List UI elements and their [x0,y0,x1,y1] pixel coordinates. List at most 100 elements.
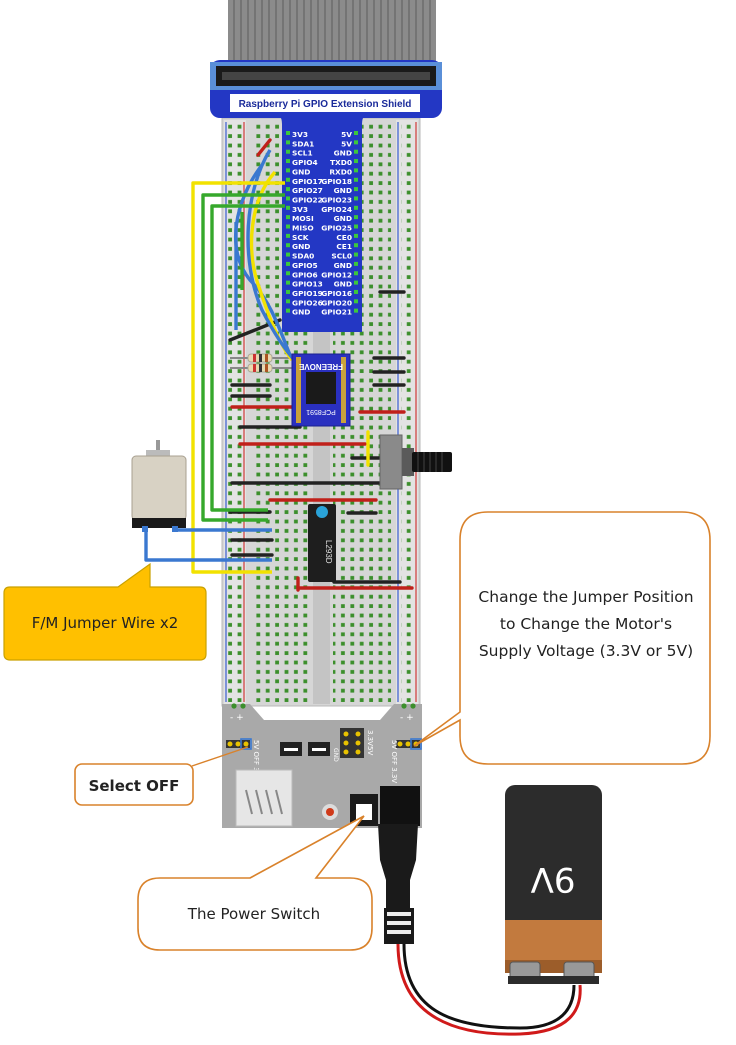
right-jumper-label: 5V OFF 3.3V [390,740,398,783]
shield-pin-dot [354,252,358,257]
shield-pin-left-label: GND [292,242,310,251]
shield-pin-dot [354,280,358,285]
center-label-3v3: 3.3V [366,730,374,746]
shield-pin-right-label: GPIO20 [321,298,352,307]
shield-pin-dot [286,177,290,182]
shield-pin-dot [354,271,358,276]
shield-pin-right-label: GND [334,261,352,270]
callout-power-switch-text: The Power Switch [187,905,320,923]
adc-model: PCF8591 [306,408,336,415]
potentiometer [379,434,452,490]
shield-pin-right-label: GPIO12 [321,270,352,279]
shield-pin-right-label: GND [334,149,352,158]
shield-pin-left-label: GPIO4 [292,158,318,167]
gpio-extension-shield: Raspberry Pi GPIO Extension Shield 3V3 5V… [210,60,442,332]
shield-pin-right-label: CE0 [336,233,352,242]
shield-pin-dot [286,131,290,135]
callout-jumper-wire: F/M Jumper Wire x2 [3,562,207,661]
shield-pin-right-label: GPIO21 [321,308,352,317]
callout-change-jumper-text: Change the Jumper Position to Change the… [478,588,694,660]
ribbon-cable [228,0,436,66]
left-jumper-label: 5V OFF 3.3V [252,740,260,783]
shield-pin-dot [286,168,290,173]
shield-title: Raspberry Pi GPIO Extension Shield [239,99,412,110]
shield-pin-left-label: GND [292,167,310,176]
shield-pin-dot [354,205,358,210]
shield-pin-left-label: MOSI [292,214,314,223]
breadboard-jumpers [228,138,414,592]
shield-pin-dot [286,280,290,285]
shield-pin-dot [354,215,358,220]
shield-pin-right-label: GPIO18 [321,177,352,186]
long-wires [144,149,298,574]
shield-pin-dot [354,168,358,173]
shield-pin-left-label: GPIO17 [292,177,323,186]
shield-pin-right-label: GND [334,214,352,223]
shield-pin-left-label: MISO [292,224,314,233]
shield-pin-left-label: 3V3 [292,205,308,214]
shield-pin-dot [354,140,358,145]
shield-pin-dot [354,159,358,164]
shield-pin-right-label: GPIO16 [321,289,352,298]
adc-module: FREENOVE PCF8591 [291,353,351,427]
shield-pin-dot [286,252,290,257]
power-module: - + - + 5V OFF 3.3V 5V OFF 3.3V 3.3V 5V … [222,703,422,828]
shield-pin-left-label: GPIO26 [292,298,323,307]
motor-driver-chip: L293D [308,504,336,582]
shield-pin-right-label: 5V [341,139,352,148]
adc-brand: FREENOVE [298,362,343,371]
shield-pin-dot [286,289,290,294]
shield-pin-right-label: CE1 [336,242,352,251]
shield-pin-left-label: 3V3 [292,130,308,139]
shield-pin-left-label: SDA1 [292,139,314,148]
shield-pin-left-label: GPIO22 [292,195,323,204]
battery-label: 9V [531,859,576,899]
shield-pin-right-label: GND [334,280,352,289]
shield-pin-dot [354,149,358,154]
shield-pin-dot [286,243,290,248]
shield-pin-dot [286,187,290,192]
shield-pin-right-label: GPIO24 [321,205,352,214]
shield-pin-dot [354,308,358,313]
shield-pin-dot [286,140,290,145]
shield-pin-right-label: SCL0 [331,252,352,261]
shield-pin-dot [354,289,358,294]
battery: 9V [505,785,602,984]
shield-pin-left-label: SDA0 [292,252,314,261]
shield-pin-dot [354,243,358,248]
callout-power-switch: The Power Switch [137,815,373,951]
callout-select-off-text: Select OFF [89,777,180,795]
shield-pin-dot [354,187,358,192]
shield-pin-dot [286,224,290,229]
shield-pin-right-label: GPIO23 [321,195,352,204]
shield-pin-left-label: SCK [292,233,309,242]
shield-pin-dot [286,233,290,238]
callout-jumper-wire-text: F/M Jumper Wire x2 [32,614,179,632]
shield-pin-dot [286,196,290,201]
gnd-label: GND [332,748,339,762]
shield-pin-left-label: GPIO27 [292,186,323,195]
shield-pin-dot [354,299,358,304]
shield-pin-dot [286,271,290,276]
polarity-right: - + [400,713,414,723]
shield-pin-dot [286,149,290,154]
shield-pin-dot [354,131,358,135]
shield-pin-left-label: GPIO13 [292,280,323,289]
shield-pin-dot [354,177,358,182]
shield-pin-dot [354,196,358,201]
battery-cable [378,824,582,1036]
callout-change-jumper [413,511,711,765]
shield-pin-dot [286,205,290,210]
polarity-left: - + [230,713,244,723]
shield-pin-left-label: GPIO19 [292,289,323,298]
shield-pin-dot [354,224,358,229]
shield-pin-dot [286,299,290,304]
shield-pin-dot [286,261,290,266]
shield-pin-right-label: RXD0 [329,167,352,176]
shield-pin-dot [354,261,358,266]
shield-pin-dot [286,215,290,220]
shield-pin-left-label: SCL1 [292,149,313,158]
callout-select-off: Select OFF [74,746,249,806]
resistors [230,353,300,373]
